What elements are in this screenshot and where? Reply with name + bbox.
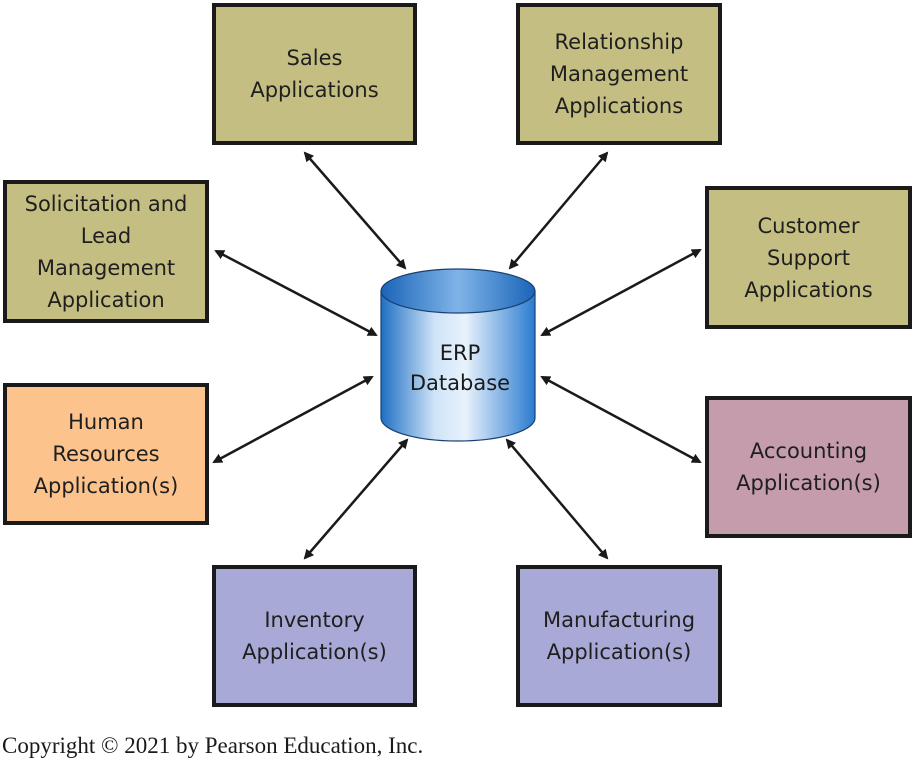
arrow-sales [303,151,407,270]
manufacturing-box: Manufacturing Application(s) [516,565,722,707]
arrow-manufacturing [505,438,609,560]
solicitation-lead-management-label: Solicitation and Lead Management Applica… [24,191,188,312]
inventory-box: Inventory Application(s) [212,565,417,707]
arrow-accounting [540,375,702,464]
arrow-customer-support [540,248,702,337]
erp-diagram [212,151,702,560]
sales-applications-box: Sales Applications [212,3,417,145]
customer-support-box: Customer Support Applications [705,186,912,329]
arrow-inventory [303,438,409,560]
relationship-management-box: Relationship Management Applications [516,3,722,145]
human-resources-label: Human Resources Application(s) [33,410,179,498]
erp-database-label: ERP Database [409,341,511,395]
solicitation-lead-management-box: Solicitation and Lead Management Applica… [3,180,209,323]
erp-database-cylinder [380,268,536,442]
human-resources-box: Human Resources Application(s) [3,383,209,525]
manufacturing-label: Manufacturing Application(s) [542,608,696,664]
connector-arrows [212,151,702,560]
sales-applications-label: Sales Applications [250,46,379,102]
accounting-label: Accounting Application(s) [736,439,881,495]
copyright-notice: Copyright © 2021 by Pearson Education, I… [2,733,424,758]
relationship-management-label: Relationship Management Applications [549,30,689,118]
arrow-solicitation [214,249,378,337]
accounting-box: Accounting Application(s) [705,396,912,538]
arrow-relationship [508,151,609,270]
inventory-label: Inventory Application(s) [242,608,387,664]
arrow-human-resources [212,375,374,464]
customer-support-label: Customer Support Applications [744,213,873,302]
